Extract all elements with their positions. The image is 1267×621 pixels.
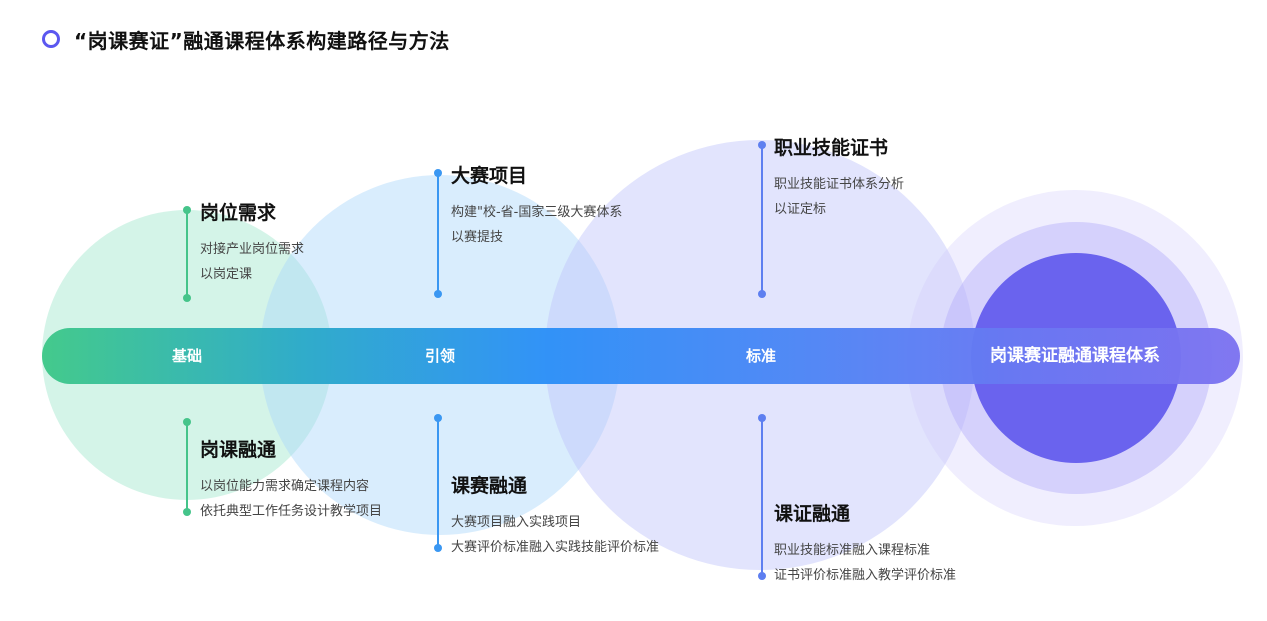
connector-dot-job-course-bottom: [183, 508, 191, 516]
block-line: 大赛项目融入实践项目: [451, 515, 582, 530]
connector-line-job-course: [186, 422, 188, 512]
block-line: 以证定标: [774, 202, 827, 217]
band-label-foundation: 基础: [171, 347, 202, 365]
block-vocational-certificate: 职业技能证书 职业技能证书体系分析 以证定标: [774, 133, 904, 222]
connector-dot-jobs-bottom: [183, 294, 191, 302]
connector-line-certificate: [761, 145, 763, 294]
block-title: 岗位需求: [200, 202, 277, 224]
band-label-leading: 引领: [424, 347, 455, 365]
connector-dot-jobs-top: [183, 206, 191, 214]
connector-line-course-certificate: [761, 418, 763, 576]
flow-band: [42, 328, 1240, 384]
block-line: 证书评价标准融入教学评价标准: [774, 568, 957, 583]
band-label-standard: 标准: [745, 347, 776, 365]
block-title: 课赛融通: [451, 475, 528, 497]
connector-dot-course-competition-bottom: [434, 544, 442, 552]
block-title: 大赛项目: [451, 165, 528, 187]
block-title: 岗课融通: [200, 439, 277, 461]
block-title: 职业技能证书: [774, 137, 889, 159]
block-course-competition-integration: 课赛融通 大赛项目融入实践项目 大赛评价标准融入实践技能评价标准: [451, 471, 659, 560]
bullet-ring-icon: [42, 30, 60, 48]
page-header: “岗课赛证”融通课程体系构建路径与方法: [42, 24, 450, 54]
block-job-course-integration: 岗课融通 以岗位能力需求确定课程内容 依托典型工作任务设计教学项目: [200, 435, 382, 524]
block-line: 大赛评价标准融入实践技能评价标准: [451, 540, 660, 555]
block-title: 课证融通: [774, 503, 851, 525]
block-line: 以赛提技: [451, 230, 504, 245]
block-course-certificate-integration: 课证融通 职业技能标准融入课程标准 证书评价标准融入教学评价标准: [774, 499, 956, 588]
connector-dot-competition-top: [434, 169, 442, 177]
connector-dot-competition-bottom: [434, 290, 442, 298]
block-job-demand: 岗位需求 对接产业岗位需求 以岗定课: [200, 198, 304, 287]
connector-dot-certificate-bottom: [758, 290, 766, 298]
connector-dot-job-course-top: [183, 418, 191, 426]
block-line: 以岗定课: [200, 267, 253, 282]
block-line: 职业技能证书体系分析: [774, 177, 905, 192]
block-line: 职业技能标准融入课程标准: [774, 543, 931, 558]
connector-line-jobs: [186, 210, 188, 298]
connector-dot-course-competition-top: [434, 414, 442, 422]
connector-line-course-competition: [437, 418, 439, 548]
block-line: 依托典型工作任务设计教学项目: [200, 504, 383, 519]
block-line: 构建"校-省-国家三级大赛体系: [451, 205, 623, 220]
page-title: “岗课赛证”融通课程体系构建路径与方法: [74, 28, 450, 53]
connector-dot-certificate-top: [758, 141, 766, 149]
connector-line-competition: [437, 173, 439, 294]
band-label-system: 岗课赛证融通课程体系: [990, 346, 1160, 366]
connector-dot-course-certificate-bottom: [758, 572, 766, 580]
connector-dot-course-certificate-top: [758, 414, 766, 422]
block-competition-project: 大赛项目 构建"校-省-国家三级大赛体系 以赛提技: [451, 161, 622, 250]
block-line: 以岗位能力需求确定课程内容: [200, 479, 370, 494]
block-line: 对接产业岗位需求: [200, 242, 305, 257]
